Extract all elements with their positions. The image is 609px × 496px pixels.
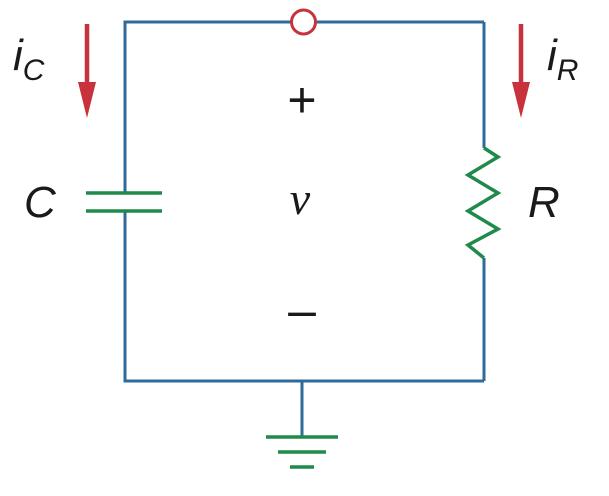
node-terminal	[290, 8, 317, 36]
label-current-c-sub: C	[23, 54, 45, 87]
ground-symbol	[266, 435, 338, 469]
wire-left-top	[123, 20, 291, 193]
current-arrow-r	[512, 24, 530, 118]
label-current-c-main: i	[13, 31, 24, 80]
label-minus: –	[288, 282, 316, 338]
label-current-c: iC	[13, 31, 45, 87]
label-voltage: v	[290, 173, 311, 224]
wire-left-bottom	[123, 211, 484, 383]
label-current-r-main: i	[547, 31, 558, 80]
label-plus: +	[287, 72, 316, 128]
current-arrow-c	[78, 24, 96, 118]
label-resistor: R	[528, 178, 560, 227]
label-current-r: iR	[547, 31, 578, 87]
capacitor-symbol	[86, 191, 162, 213]
label-capacitor: C	[24, 178, 57, 227]
resistor-symbol	[464, 146, 502, 260]
label-current-r-sub: R	[557, 54, 579, 87]
circuit-wires	[123, 20, 486, 437]
